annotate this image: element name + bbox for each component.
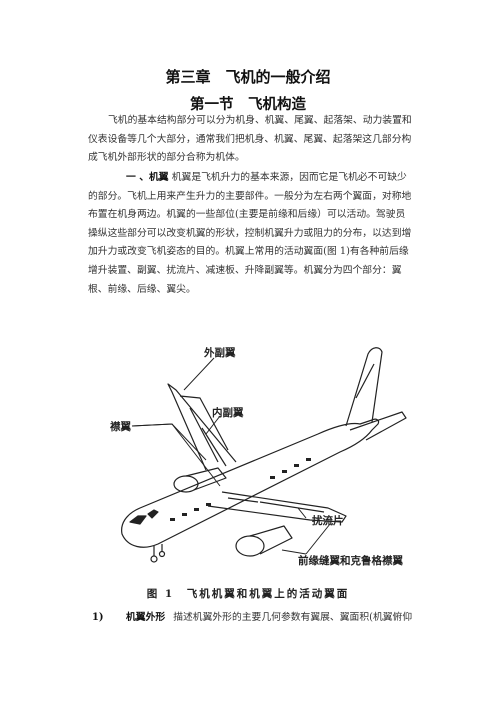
chapter-title: 第三章 飞机的一般介绍 [165,68,331,86]
label-spoiler: 扰流片 [312,514,344,527]
label-slat-krueger: 前缘缝翼和克鲁格襟翼 [298,554,403,567]
label-flap: 襟翼 [110,420,131,433]
airplane-line-drawing: 外副翼 内副翼 襟翼 扰流片 前缘缝翼和克鲁格襟翼 [110,346,407,567]
vertical-tail-shape [345,347,383,427]
fuselage-shape [121,418,380,548]
label-inner-aileron: 内副翼 [212,406,244,419]
list-item: 1) 机翼外形描述机翼外形的主要几何参数有翼展、翼面积(机翼俯仰 [92,609,422,623]
wing-far-shape [167,383,237,471]
section-title: 第一节 飞机构造 [190,96,306,113]
engine-near-shape [235,535,265,557]
figure-caption: 图 1 飞机机翼和机翼上的活动翼面 [146,588,350,600]
wing-near-shape [207,491,347,523]
wing-paragraph: 一 、机翼 机翼是飞机升力的基本来源，因而它是飞机必不可缺少的部分。飞机上用来产… [88,169,412,299]
cabin-windows [170,458,311,521]
list-item-number: 1) [92,612,104,623]
list-item-term: 机翼外形 [126,612,166,623]
list-item-text: 描述机翼外形的主要几何参数有翼展、翼面积(机翼俯仰 [173,612,413,623]
airplane-wing-figure: 外副翼 内副翼 襟翼 扰流片 前缘缝翼和克鲁格襟翼 [110,338,410,570]
wing-section-heading: 一 、机翼 [126,172,169,183]
wing-section-text: 机翼是飞机升力的基本来源，因而它是飞机必不可缺少的部分。飞机上用来产生升力的主要… [88,172,412,295]
label-outer-aileron: 外副翼 [203,346,236,359]
intro-paragraph: 飞机的基本结构部分可以分为机身、机翼、尾翼、起落架、动力装置和仪表设备等几个大部… [88,115,412,164]
